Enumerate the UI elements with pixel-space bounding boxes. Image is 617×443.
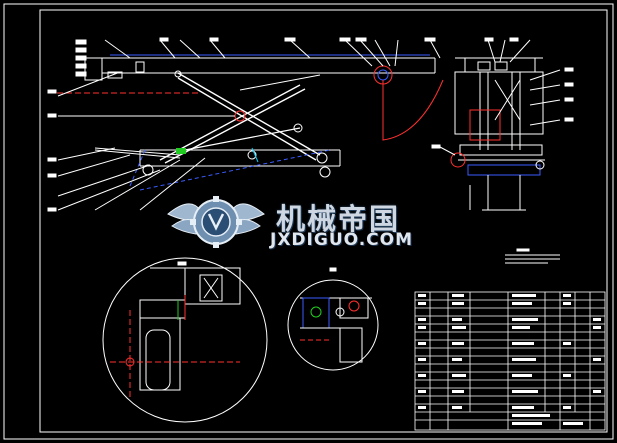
gear-wings-logo-icon [167,196,265,248]
end-view [431,37,574,211]
outer-frame [3,3,614,440]
detail-view-small [287,267,379,371]
notes-block [505,248,560,264]
title-block [414,291,606,431]
watermark-url: JXDIGUO.COM [270,230,414,250]
inner-frame [39,9,608,433]
detail-view-large [102,257,268,423]
watermark-title: 机械帝国 [276,202,401,236]
title-block-text-marks [418,294,601,425]
side-view [47,37,444,212]
